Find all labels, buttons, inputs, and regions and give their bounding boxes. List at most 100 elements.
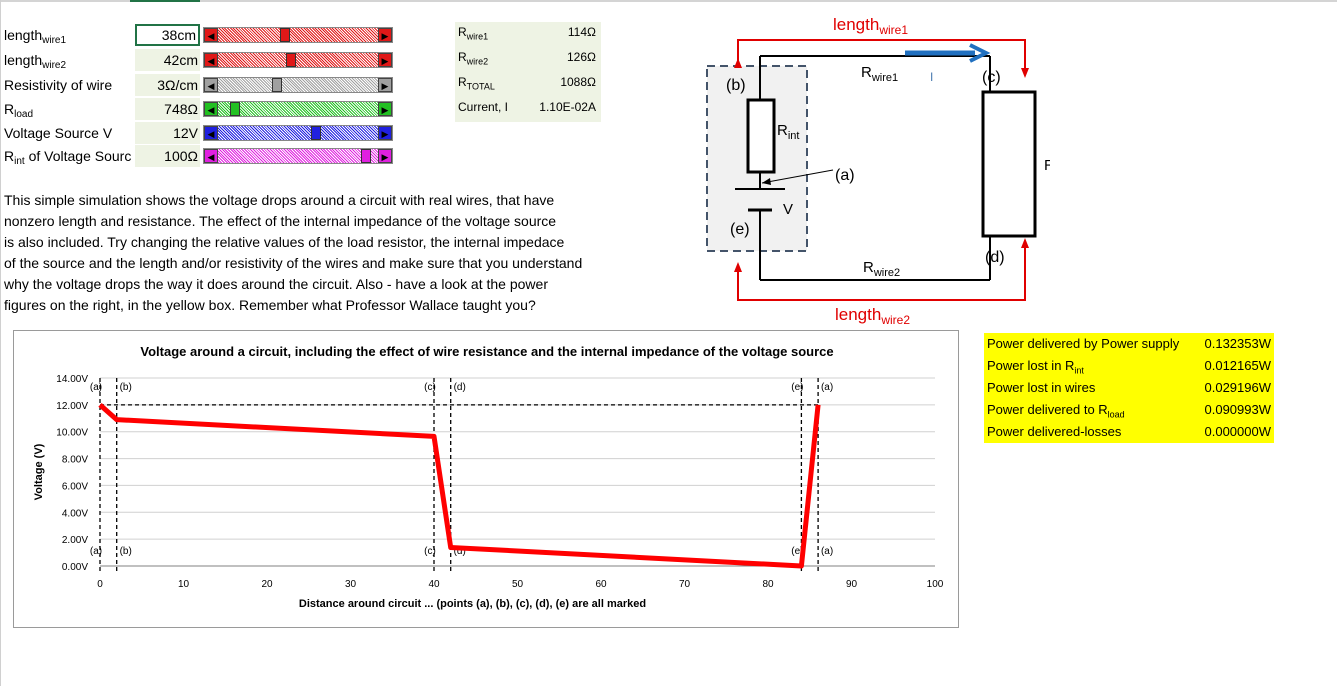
description-line: is also included. Try changing the relat… [4,234,565,250]
slider-thumb[interactable] [230,102,240,116]
description-line: of the source and the length and/or resi… [4,255,583,271]
power-row: Power lost in Rint 0.012165W [987,355,1271,377]
slider-right-arrow[interactable]: ▶ [378,126,392,140]
marker-label-bottom: (b) [120,546,132,557]
param-slider[interactable]: ◀▶ [203,101,393,117]
length-wire2-arrowhead-right [1021,238,1029,248]
slider-thumb[interactable] [272,78,282,92]
x-tick-label: 50 [512,579,524,590]
power-value: 0.012165W [1204,358,1272,373]
x-tick-label: 80 [762,579,774,590]
slider-left-arrow[interactable]: ◀ [204,28,218,42]
slider-left-arrow[interactable]: ◀ [204,149,218,163]
param-slider[interactable]: ◀▶ [203,125,393,141]
resistance-value: 1088Ω [560,75,596,89]
y-tick-label: 6.00V [62,481,88,492]
description-line: figures on the right, in the yellow box.… [4,297,536,313]
description-line: why the voltage drops the way it does ar… [4,276,548,292]
slider-thumb[interactable] [311,126,321,140]
resistance-value: 114Ω [567,25,596,39]
x-tick-label: 70 [679,579,691,590]
param-label: Rload [4,101,34,120]
active-column-indicator [130,0,200,2]
param-value-cell[interactable]: 100Ω [135,145,200,167]
slider-thumb[interactable] [279,28,290,42]
point-b-label: (b) [726,77,746,94]
param-value-cell[interactable]: 12V [135,122,200,144]
point-c-label: (c) [982,69,1001,86]
param-value-cell[interactable]: 3Ω/cm [135,74,200,96]
slider-right-arrow[interactable]: ▶ [378,78,392,92]
resistance-label: Rwire1 [458,25,489,42]
slider-left-arrow[interactable]: ◀ [204,102,218,116]
rint-label: Rint [777,122,799,142]
marker-label-top: (b) [120,382,132,393]
x-tick-label: 40 [428,579,440,590]
marker-label-top: (a) [821,382,833,393]
slider-left-arrow[interactable]: ◀ [204,53,218,67]
param-slider[interactable]: ◀▶ [203,77,393,93]
circuit-diagram: I lengthwire1 lengthwire2 Rwire1 Rwire2 … [706,15,1050,327]
slider-right-arrow[interactable]: ▶ [378,28,392,42]
y-tick-label: 12.00V [56,401,88,412]
y-axis-title: Voltage (V) [33,443,45,500]
resistance-label: Rwire2 [458,50,489,67]
rwire1-label: Rwire1 [861,64,898,84]
x-tick-label: 100 [927,579,944,590]
param-value-cell[interactable]: 42cm [135,49,200,71]
marker-label-top: (a) [90,382,102,393]
chart-plot: 0.00V2.00V4.00V6.00V8.00V10.00V12.00V14.… [33,374,944,610]
x-tick-label: 20 [261,579,273,590]
x-axis-title: Distance around circuit ... (points (a),… [299,598,646,610]
point-a-label: (a) [835,167,855,184]
param-label: Voltage Source V [4,125,113,141]
power-label: Power lost in Rint [987,358,1084,376]
voltage-series-line [98,402,821,569]
length-wire1-arrowhead-left [734,58,742,68]
y-tick-label: 14.00V [56,374,88,385]
param-value-cell[interactable]: 748Ω [135,98,200,120]
power-value: 0.132353W [1204,336,1272,351]
point-a-pointer [761,169,834,184]
param-slider[interactable]: ◀▶ [203,27,393,43]
slider-thumb[interactable] [285,53,296,67]
slider-thumb[interactable] [360,149,371,163]
param-slider[interactable]: ◀▶ [203,148,393,164]
sheet-left-border [0,0,1,686]
marker-label-top: (e) [791,382,803,393]
point-e-label: (e) [730,221,750,238]
rwire2-label: Rwire2 [863,259,900,279]
param-slider[interactable]: ◀▶ [203,52,393,68]
voltage-chart[interactable]: Voltage around a circuit, including the … [13,330,959,628]
point-a-arrowhead [762,178,771,185]
length-wire2-label: lengthwire2 [835,305,910,327]
power-value: 0.029196W [1204,380,1272,395]
slider-left-arrow[interactable]: ◀ [204,126,218,140]
length-wire2-arrowhead-left [734,262,742,272]
power-label: Power delivered-losses [987,424,1122,439]
slider-right-arrow[interactable]: ▶ [378,102,392,116]
x-tick-label: 10 [178,579,190,590]
description-line: This simple simulation shows the voltage… [4,192,555,208]
description-line: nonzero length and resistance. The effec… [4,213,557,229]
slider-right-arrow[interactable]: ▶ [378,149,392,163]
y-tick-label: 4.00V [62,508,88,519]
marker-label-bottom: (a) [90,546,102,557]
point-d-label: (d) [985,249,1005,266]
length-wire2-arrow [737,242,1026,301]
slider-left-arrow[interactable]: ◀ [204,78,218,92]
param-value-cell[interactable]: 38cm [135,24,200,46]
slider-right-arrow[interactable]: ▶ [378,53,392,67]
chart-title: Voltage around a circuit, including the … [140,344,834,359]
rint-resistor [746,98,776,174]
sheet-top-border [0,0,1337,2]
length-wire1-arrow [737,39,1026,70]
